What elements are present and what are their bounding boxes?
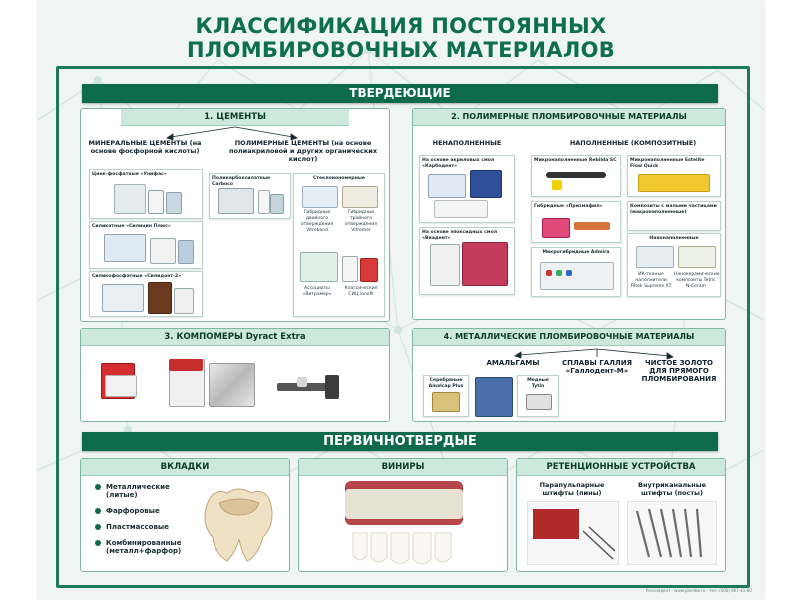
cements-arrows xyxy=(166,126,298,141)
card-silicophosphate: Силикофосфатные «Силидонт-2» xyxy=(89,271,203,317)
card-silicate: Силикатные «Силицин Плюс» xyxy=(89,221,203,269)
card-epoxy-caption: На основе эпоксидных смол «Виадент» xyxy=(422,230,498,241)
card-polycarboxylate: Поликарбоксилатные Carboco xyxy=(209,173,291,219)
card-admira-caption: Микрогибридные Admira xyxy=(542,250,610,255)
gallium-label: СПЛАВЫ ГАЛЛИЯ «Галлодент-М» xyxy=(561,359,632,375)
card-rebilda: Микронаполненные Rebilda SC xyxy=(531,155,621,197)
band-primary: ПЕРВИЧНОТВЕРДЫЕ xyxy=(82,432,718,451)
section-compomers-heading: 3. КОМПОМЕРЫ Dyract Extra xyxy=(81,329,389,346)
gold-label: ЧИСТОЕ ЗОЛОТО ДЛЯ ПРЯМОГО ПЛОМБИРОВАНИЯ xyxy=(641,359,717,383)
card-rebilda-caption: Микронаполненные Rebilda SC xyxy=(534,158,617,163)
section-polymers: 2. ПОЛИМЕРНЫЕ ПЛОМБИРОВОЧНЫЕ МАТЕРИАЛЫ Н… xyxy=(412,108,726,320)
bullet-icon xyxy=(95,508,101,514)
mineral-cements-label: МИНЕРАЛЬНЫЕ ЦЕМЕНТЫ (на основе фосфорной… xyxy=(88,139,202,155)
inlay-tooth-image xyxy=(204,488,273,562)
card-acrylic: На основе акриловых смол «Карбодент» xyxy=(419,155,515,223)
section-polymers-heading: 2. ПОЛИМЕРНЫЕ ПЛОМБИРОВОЧНЫЕ МАТЕРИАЛЫ xyxy=(413,109,725,126)
glass-classic: Классические СИЦ ionofil xyxy=(344,286,378,297)
card-nano: Нанонаполненные ИК-тканые наполнители Fi… xyxy=(627,233,721,297)
inlay-item-plastic: Пластмассовые xyxy=(95,523,195,531)
intracanal-posts-image xyxy=(627,501,717,565)
card-silicophosphate-caption: Силикофосфатные «Силидонт-2» xyxy=(92,274,182,279)
inlay-item-porcelain: Фарфоровые xyxy=(95,507,195,515)
section-veneers-heading: ВИНИРЫ xyxy=(299,459,507,476)
inlay-item-combined: Комбинированные (металл+фарфор) xyxy=(95,539,195,555)
section-cements-heading: 1. ЦЕМЕНТЫ xyxy=(121,109,349,126)
veneers-image xyxy=(345,481,463,565)
inlays-list: Металлические (литые) Фарфоровые Пластма… xyxy=(95,483,195,563)
nano-sub-2: Нанокерамические композиты Tetric N-Cera… xyxy=(674,272,720,289)
card-admira: Микрогибридные Admira xyxy=(531,247,621,297)
section-retention: РЕТЕНЦИОННЫЕ УСТРОЙСТВА Парапульпарные ш… xyxy=(516,458,726,572)
amalgams-label: АМАЛЬГАМЫ xyxy=(486,359,540,367)
section-veneers: ВИНИРЫ xyxy=(298,458,508,572)
bullet-icon xyxy=(95,484,101,490)
band-hardening: ТВЕРДЕЮЩИЕ xyxy=(82,84,718,103)
section-retention-heading: РЕТЕНЦИОННЫЕ УСТРОЙСТВА xyxy=(517,459,725,476)
card-acrylic-caption: На основе акриловых смол «Карбодент» xyxy=(422,158,495,169)
parapulpar-label: Парапульпарные штифты (пины) xyxy=(539,481,605,497)
poster: КЛАССИФИКАЦИЯ ПОСТОЯННЫХ ПЛОМБИРОВОЧНЫХ … xyxy=(38,0,764,600)
card-nano-caption: Нанонаполненные xyxy=(649,236,699,241)
bullet-icon xyxy=(95,524,101,530)
metallic-arrows xyxy=(514,348,674,360)
section-inlays-heading: ВКЛАДКИ xyxy=(81,459,289,476)
poster-frame xyxy=(56,66,750,588)
band-hardening-label: ТВЕРДЕЮЩИЕ xyxy=(349,86,451,100)
card-estelite-caption: Микронаполненные Estelite Flow Quick xyxy=(630,158,705,169)
section-compomers: 3. КОМПОМЕРЫ Dyract Extra xyxy=(80,328,390,422)
nano-sub-1: ИК-тканые наполнители Filtek Supreme XT xyxy=(630,272,672,289)
filled-label: НАПОЛНЕННЫЕ (КОМПОЗИТНЫЕ) xyxy=(569,139,697,147)
card-glass-ionomer-caption: Стеклоиономерные xyxy=(312,176,366,181)
title-line-2: ПЛОМБИРОВОЧНЫХ МАТЕРИАЛОВ xyxy=(186,38,616,62)
card-prismafil: Гибридные «Призмафил» xyxy=(531,201,621,243)
polymer-cements-label: ПОЛИМЕРНЫЕ ЦЕМЕНТЫ (на основе полиакрило… xyxy=(228,139,378,163)
band-primary-label: ПЕРВИЧНОТВЕРДЫЕ xyxy=(323,434,477,449)
poster-title: КЛАССИФИКАЦИЯ ПОСТОЯННЫХ ПЛОМБИРОВОЧНЫХ … xyxy=(38,14,764,62)
card-silver-caption: Серебряные Amalcap Plus xyxy=(428,378,464,389)
card-silicate-caption: Силикатные «Силицин Плюс» xyxy=(92,224,171,229)
card-prismafil-caption: Гибридные «Призмафил» xyxy=(534,204,603,209)
section-cements: 1. ЦЕМЕНТЫ МИНЕРАЛЬНЫЕ ЦЕМЕНТЫ (на основ… xyxy=(80,108,390,322)
parapulpar-pins-image xyxy=(527,501,619,565)
glass-assoc: Ассоциаты «Витрамер» xyxy=(302,286,332,297)
section-inlays: ВКЛАДКИ Металлические (литые) Фарфоровые… xyxy=(80,458,290,572)
card-zinc-phosphate: Цинк-фосфатные «Унифас» xyxy=(89,169,203,219)
title-line-1: КЛАССИФИКАЦИЯ ПОСТОЯННЫХ xyxy=(195,14,607,38)
card-small-particle-caption: Композиты с малыми частицами (макронапол… xyxy=(630,204,717,215)
card-copper-caption: Медные Tytin xyxy=(527,378,549,389)
card-silver-amalgam: Серебряные Amalcap Plus xyxy=(423,375,469,417)
bullet-icon xyxy=(95,540,101,546)
card-estelite: Микронаполненные Estelite Flow Quick xyxy=(627,155,721,197)
inlay-item-metal: Металлические (литые) xyxy=(95,483,195,499)
section-metallic: 4. МЕТАЛЛИЧЕСКИЕ ПЛОМБИРОВОЧНЫЕ МАТЕРИАЛ… xyxy=(412,328,726,422)
card-zinc-phosphate-caption: Цинк-фосфатные «Унифас» xyxy=(92,172,167,177)
card-epoxy: На основе эпоксидных смол «Виадент» xyxy=(419,227,515,295)
section-metallic-heading: 4. МЕТАЛЛИЧЕСКИЕ ПЛОМБИРОВОЧНЫЕ МАТЕРИАЛ… xyxy=(413,329,725,346)
card-polycarboxylate-caption: Поликарбоксилатные Carboco xyxy=(212,176,271,187)
card-glass-ionomer: Стеклоиономерные Гибридные двойного отве… xyxy=(293,173,385,317)
card-copper-amalgam: Медные Tytin xyxy=(517,375,559,417)
card-small-particle: Композиты с малыми частицами (макронапол… xyxy=(627,201,721,231)
unfilled-label: НЕНАПОЛНЕННЫЕ xyxy=(432,139,502,147)
glass-hybrid-triple: Гибридные тройного отверждения Vitremer xyxy=(344,210,378,233)
footer-credits: Россиядент · www.plomba.ru · тел. (000) … xyxy=(646,588,752,593)
glass-hybrid-dual: Гибридные двойного отверждения Vitrebond xyxy=(300,210,334,233)
intracanal-label: Внутриканальные штифты (посты) xyxy=(638,481,706,497)
